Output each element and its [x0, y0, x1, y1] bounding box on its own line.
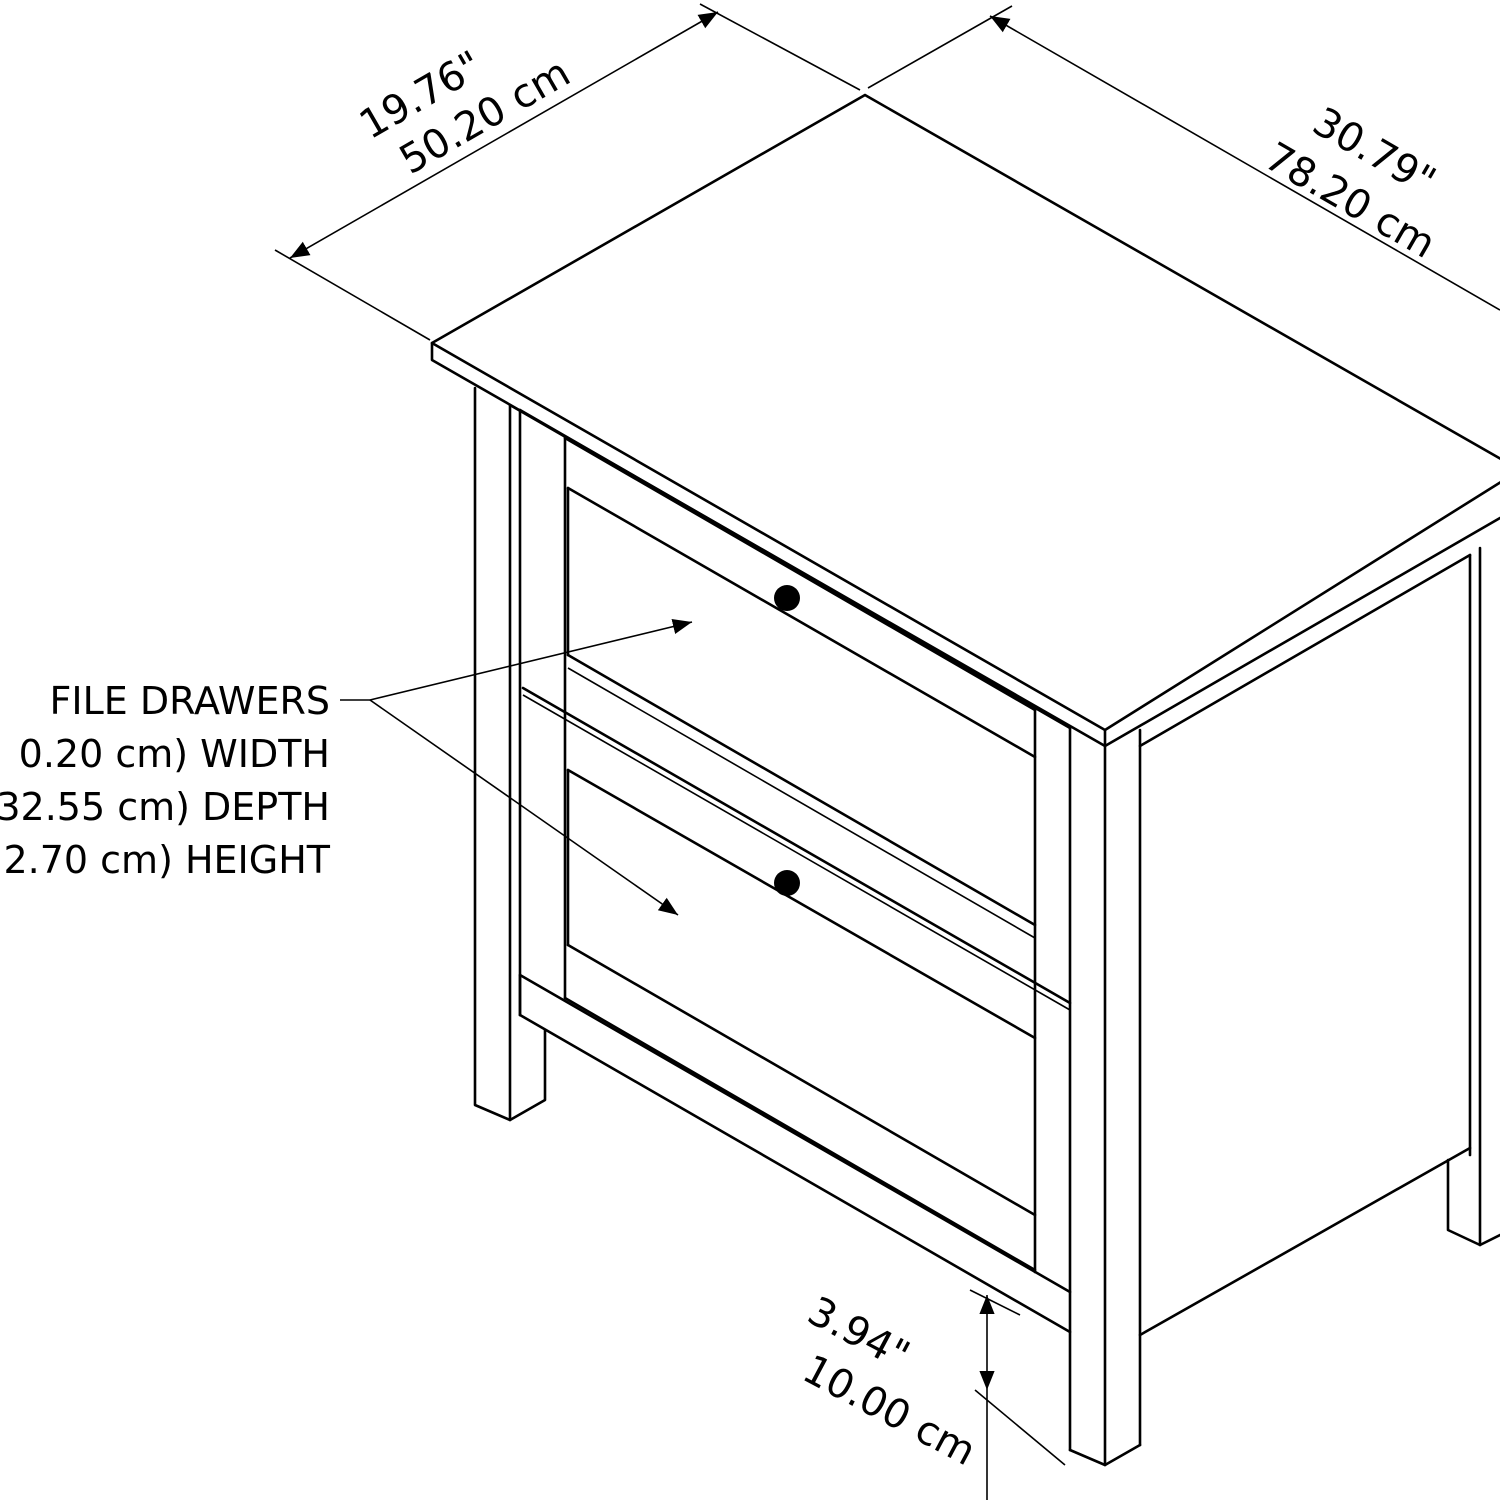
side-panel: [1138, 546, 1500, 1337]
callout-width: 0.20 cm) WIDTH: [19, 732, 330, 776]
bottom-drawer-knob[interactable]: [774, 870, 800, 896]
bottom-drawer: [521, 686, 1072, 1217]
width-dimension: 30.79" 78.20 cm: [867, 5, 1500, 311]
callout-height: 2.70 cm) HEIGHT: [3, 838, 330, 882]
file-drawers-callout: FILE DRAWERS 0.20 cm) WIDTH 32.55 cm) DE…: [0, 619, 693, 916]
callout-depth: 32.55 cm) DEPTH: [0, 785, 330, 829]
clearance-dimension: 3.94" 10.00 cm: [795, 1288, 1066, 1500]
top-drawer-knob[interactable]: [774, 585, 800, 611]
top-drawer: [566, 486, 1037, 939]
front-frame: [508, 403, 1072, 1334]
right-front-leg: [1068, 726, 1142, 1467]
depth-dimension: 19.76" 50.20 cm: [274, 3, 861, 341]
left-front-leg: [473, 386, 567, 1122]
callout-title: FILE DRAWERS: [50, 679, 330, 723]
